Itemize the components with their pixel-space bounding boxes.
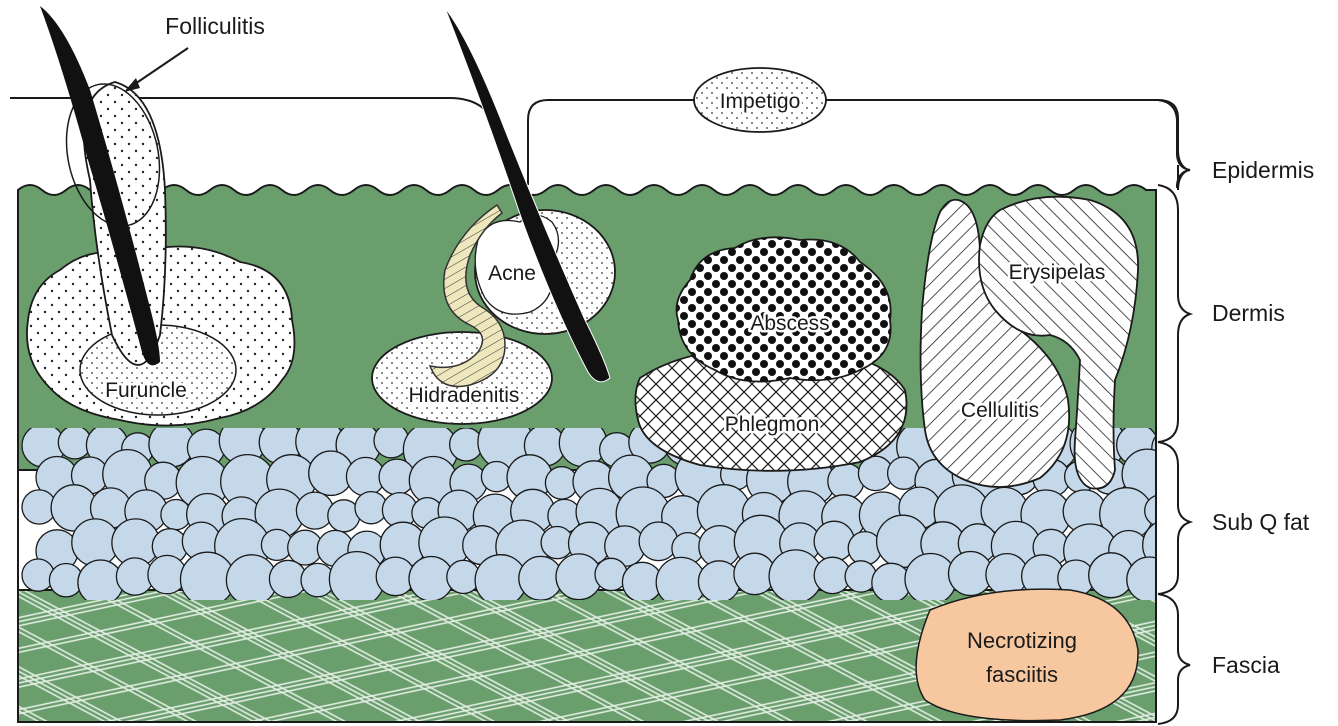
layer-label-epidermis: Epidermis xyxy=(1212,157,1314,183)
abscess-lesion: Abscess xyxy=(677,237,891,381)
necrotizing-fasciitis-region: Necrotizing fasciitis xyxy=(916,589,1138,720)
hidradenitis-label: Hidradenitis xyxy=(409,384,520,407)
fat-cell xyxy=(905,554,956,605)
phlegmon-label: Phlegmon xyxy=(725,413,820,436)
fat-cell xyxy=(296,492,333,529)
layer-label-fascia: Fascia xyxy=(1212,652,1280,678)
fat-cell xyxy=(639,522,678,561)
fat-cell xyxy=(22,559,54,591)
necrotizing-label-line2: fasciitis xyxy=(986,662,1058,687)
fat-cell xyxy=(1145,495,1176,526)
fat-cell xyxy=(814,521,854,561)
folliculitis-label: Folliculitis xyxy=(165,13,265,39)
necrotizing-label-line1: Necrotizing xyxy=(967,628,1077,653)
fat-cell xyxy=(698,561,740,603)
furuncle-label: Furuncle xyxy=(105,379,187,402)
acne-label: Acne xyxy=(488,262,536,285)
layer-label-subq-fat: Sub Q fat xyxy=(1212,509,1310,535)
erysipelas-label: Erysipelas xyxy=(1009,261,1106,284)
epidermis-surface xyxy=(10,98,1158,185)
impetigo-lesion: Impetigo xyxy=(694,68,826,132)
impetigo-label: Impetigo xyxy=(720,90,801,113)
cellulitis-label: Cellulitis xyxy=(961,399,1039,422)
abscess-label: Abscess xyxy=(750,312,829,335)
layer-label-dermis: Dermis xyxy=(1212,300,1285,326)
layer-braces xyxy=(1158,100,1190,724)
folliculitis-callout: Folliculitis xyxy=(124,13,265,92)
fat-cell xyxy=(78,560,123,605)
